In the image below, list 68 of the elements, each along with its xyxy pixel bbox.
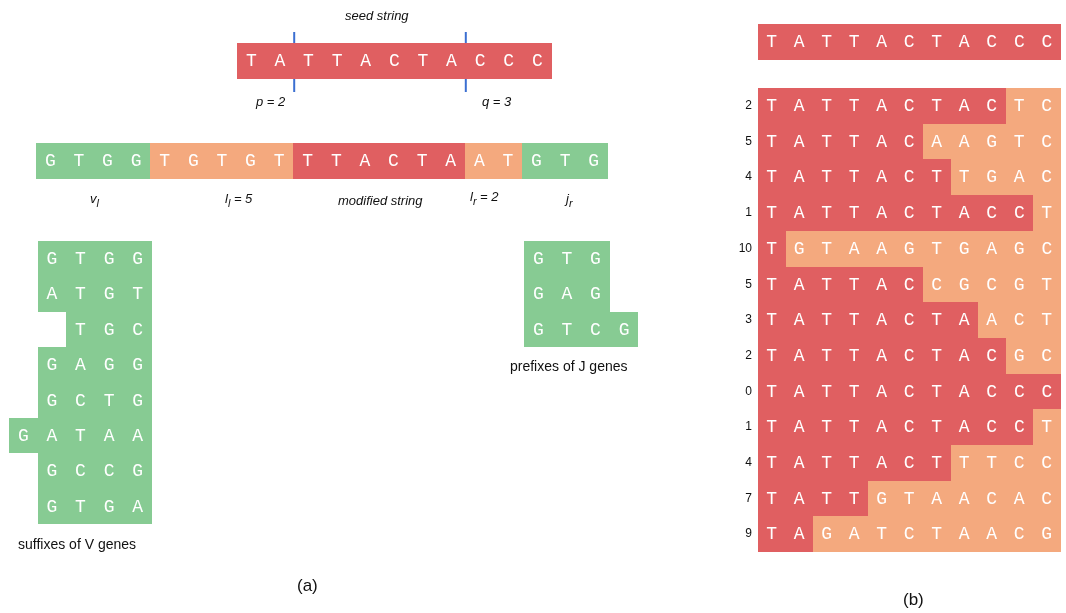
row-count: 2 (744, 348, 752, 362)
segment-label: j$_{r}$ (566, 191, 573, 209)
sequence-segment: T A T T A C T A C C (758, 409, 1033, 445)
row-count: 0 (744, 383, 752, 398)
sequence-segment: G T C G (524, 312, 639, 347)
segment-label: v$_{l}$ (90, 191, 99, 209)
sequence-segment: G T A A G T G A G C (785, 231, 1061, 267)
string-caption: modified string (338, 193, 423, 208)
sequence-segment: G A G (524, 276, 610, 312)
sequence-segment: T (758, 231, 786, 267)
sequence-segment: T A T T A C T (758, 445, 951, 481)
sequence-segment: T T C C (950, 445, 1061, 481)
panel-label: (a) (297, 576, 318, 596)
row-count: 1 (744, 205, 752, 219)
row-count: 1 (744, 419, 752, 433)
sequence-segment: T A T T A C T A C C C (237, 43, 552, 79)
row-count: 10 (737, 241, 752, 255)
sequence-segment: T A T T A C (758, 267, 923, 302)
row-count: 4 (744, 169, 752, 183)
sequence-segment: G C (1005, 338, 1061, 374)
sequence-segment: T G C (66, 312, 152, 347)
parameter-label: p = 2 (256, 94, 286, 109)
sequence-segment: T A T T A C (758, 124, 923, 159)
sequence-segment: A C T (978, 302, 1061, 338)
row-count: 9 (744, 526, 752, 540)
string-caption: seed string (345, 8, 409, 23)
sequence-segment: T A T T A C T A (758, 302, 978, 338)
sequence-segment: A A G T C (923, 124, 1061, 159)
sequence-segment: A T G T (37, 276, 152, 312)
sequence-segment: C G C G T (923, 267, 1061, 302)
sequence-segment: G T G (524, 241, 610, 276)
row-count: 4 (744, 455, 752, 469)
row-count: 5 (744, 276, 752, 291)
sequence-segment: G A T C T A A C G (813, 516, 1061, 552)
sequence-segment: T G A C (950, 159, 1061, 195)
row-count: 3 (744, 312, 752, 326)
sequence-segment: T A T T A C T A C (758, 88, 1006, 124)
sequence-segment: T A (758, 516, 813, 552)
group-caption: suffixes of V genes (18, 536, 137, 552)
parameter-label: l$_{r}$ = 2 (470, 189, 499, 207)
sequence-segment: G T G A (37, 489, 152, 524)
sequence-segment: T A T T A C T A C (758, 338, 1006, 374)
sequence-segment: T G T G T (150, 143, 294, 179)
sequence-segment: T C (1005, 88, 1061, 124)
sequence-segment: G T G (522, 143, 608, 179)
sequence-segment: T A T T A C T A C C (758, 195, 1033, 231)
sequence-segment: G A T A A (9, 418, 152, 453)
parameter-label: q = 3 (482, 94, 512, 109)
parameter-label: l$_{l}$ = 5 (225, 191, 253, 209)
sequence-segment: T A T T A C T (758, 159, 951, 195)
group-caption: prefixes of J genes (510, 358, 628, 374)
sequence-segment: T A T T A C T A C C C (758, 374, 1061, 409)
sequence-segment: T (1033, 409, 1061, 445)
sequence-segment: G C C G (37, 453, 152, 489)
sequence-segment: G T A A C A C (868, 481, 1061, 516)
sequence-segment: T T A C T A (293, 143, 465, 179)
sequence-segment: G A G G (37, 347, 152, 383)
sequence-segment: G C T G (37, 383, 152, 418)
row-count: 5 (744, 133, 752, 148)
sequence-segment: T (1033, 195, 1061, 231)
sequence-segment: G T G G (36, 143, 151, 179)
row-count: 2 (744, 98, 752, 112)
panel-label: (b) (903, 590, 924, 610)
row-count: 7 (744, 490, 752, 505)
sequence-segment: T A T T A C T A C C C (758, 24, 1061, 60)
sequence-segment: G T G G (37, 241, 152, 276)
sequence-segment: T A T T (758, 481, 868, 516)
sequence-segment: A T (465, 143, 523, 179)
